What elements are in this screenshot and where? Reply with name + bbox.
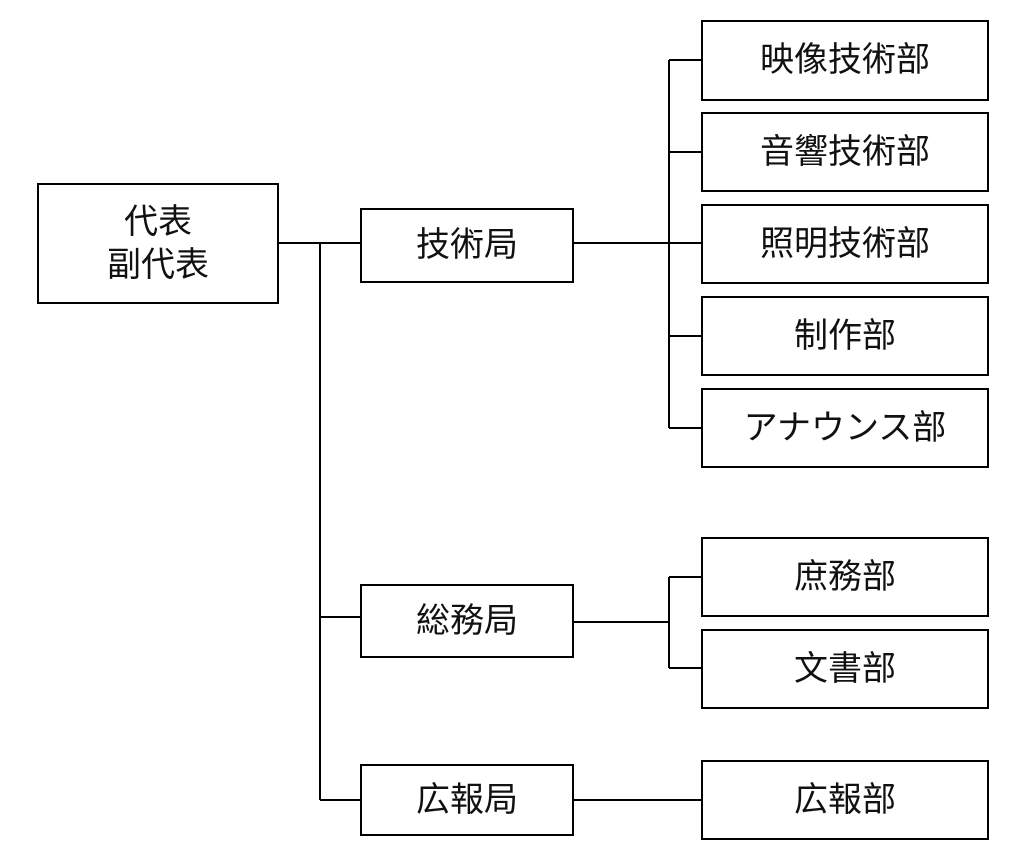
dept-video: 映像技術部 [701,20,989,101]
root-title: 代表 [124,202,192,242]
dept-pr: 広報部 [701,760,989,840]
dept-audio: 音響技術部 [701,112,989,192]
dept-production-label: 制作部 [794,315,896,356]
dept-audio-label: 音響技術部 [760,131,930,172]
dept-lighting: 照明技術部 [701,204,989,284]
dept-affairs: 庶務部 [701,537,989,617]
dept-announce-label: アナウンス部 [743,407,947,448]
root-subtitle: 副代表 [107,244,209,285]
bureau-pr: 広報局 [360,764,574,836]
bureau-pr-label: 広報局 [416,779,518,820]
bureau-general-label: 総務局 [416,600,518,641]
bureau-tech-label: 技術局 [416,225,518,266]
dept-documents-label: 文書部 [794,648,896,689]
dept-affairs-label: 庶務部 [794,556,896,597]
dept-pr-label: 広報部 [794,779,896,820]
dept-lighting-label: 照明技術部 [760,223,930,264]
dept-documents: 文書部 [701,629,989,709]
root-node: 代表 副代表 [37,183,279,304]
dept-video-label: 映像技術部 [760,40,930,81]
dept-production: 制作部 [701,296,989,376]
dept-announce: アナウンス部 [701,388,989,468]
bureau-general: 総務局 [360,584,574,658]
bureau-tech: 技術局 [360,208,574,283]
